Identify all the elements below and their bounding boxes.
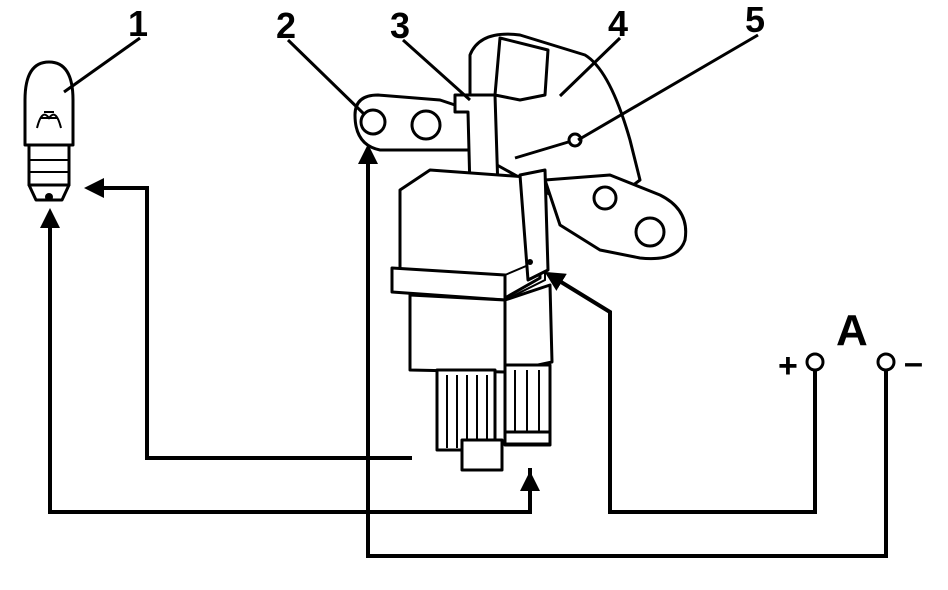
wiring <box>40 144 888 558</box>
regulator-body <box>353 32 688 472</box>
lamp-icon <box>23 60 75 202</box>
wire-lamp-to-brush <box>84 178 412 460</box>
wire-meter-plus <box>544 271 817 514</box>
wire-meter-minus <box>358 144 888 558</box>
meter-label: A <box>836 306 868 355</box>
callout-5-label: 5 <box>745 0 765 40</box>
callout-3-label: 3 <box>390 5 410 46</box>
meter-minus-terminal <box>876 352 896 372</box>
callout-1-label: 1 <box>128 3 148 44</box>
meter-minus-sign: – <box>904 344 923 382</box>
meter-plus-terminal <box>805 352 825 372</box>
callout-2-label: 2 <box>276 5 296 46</box>
callout-leaders <box>63 33 759 142</box>
meter-plus-sign: + <box>778 347 798 385</box>
callout-4-label: 4 <box>608 3 628 44</box>
